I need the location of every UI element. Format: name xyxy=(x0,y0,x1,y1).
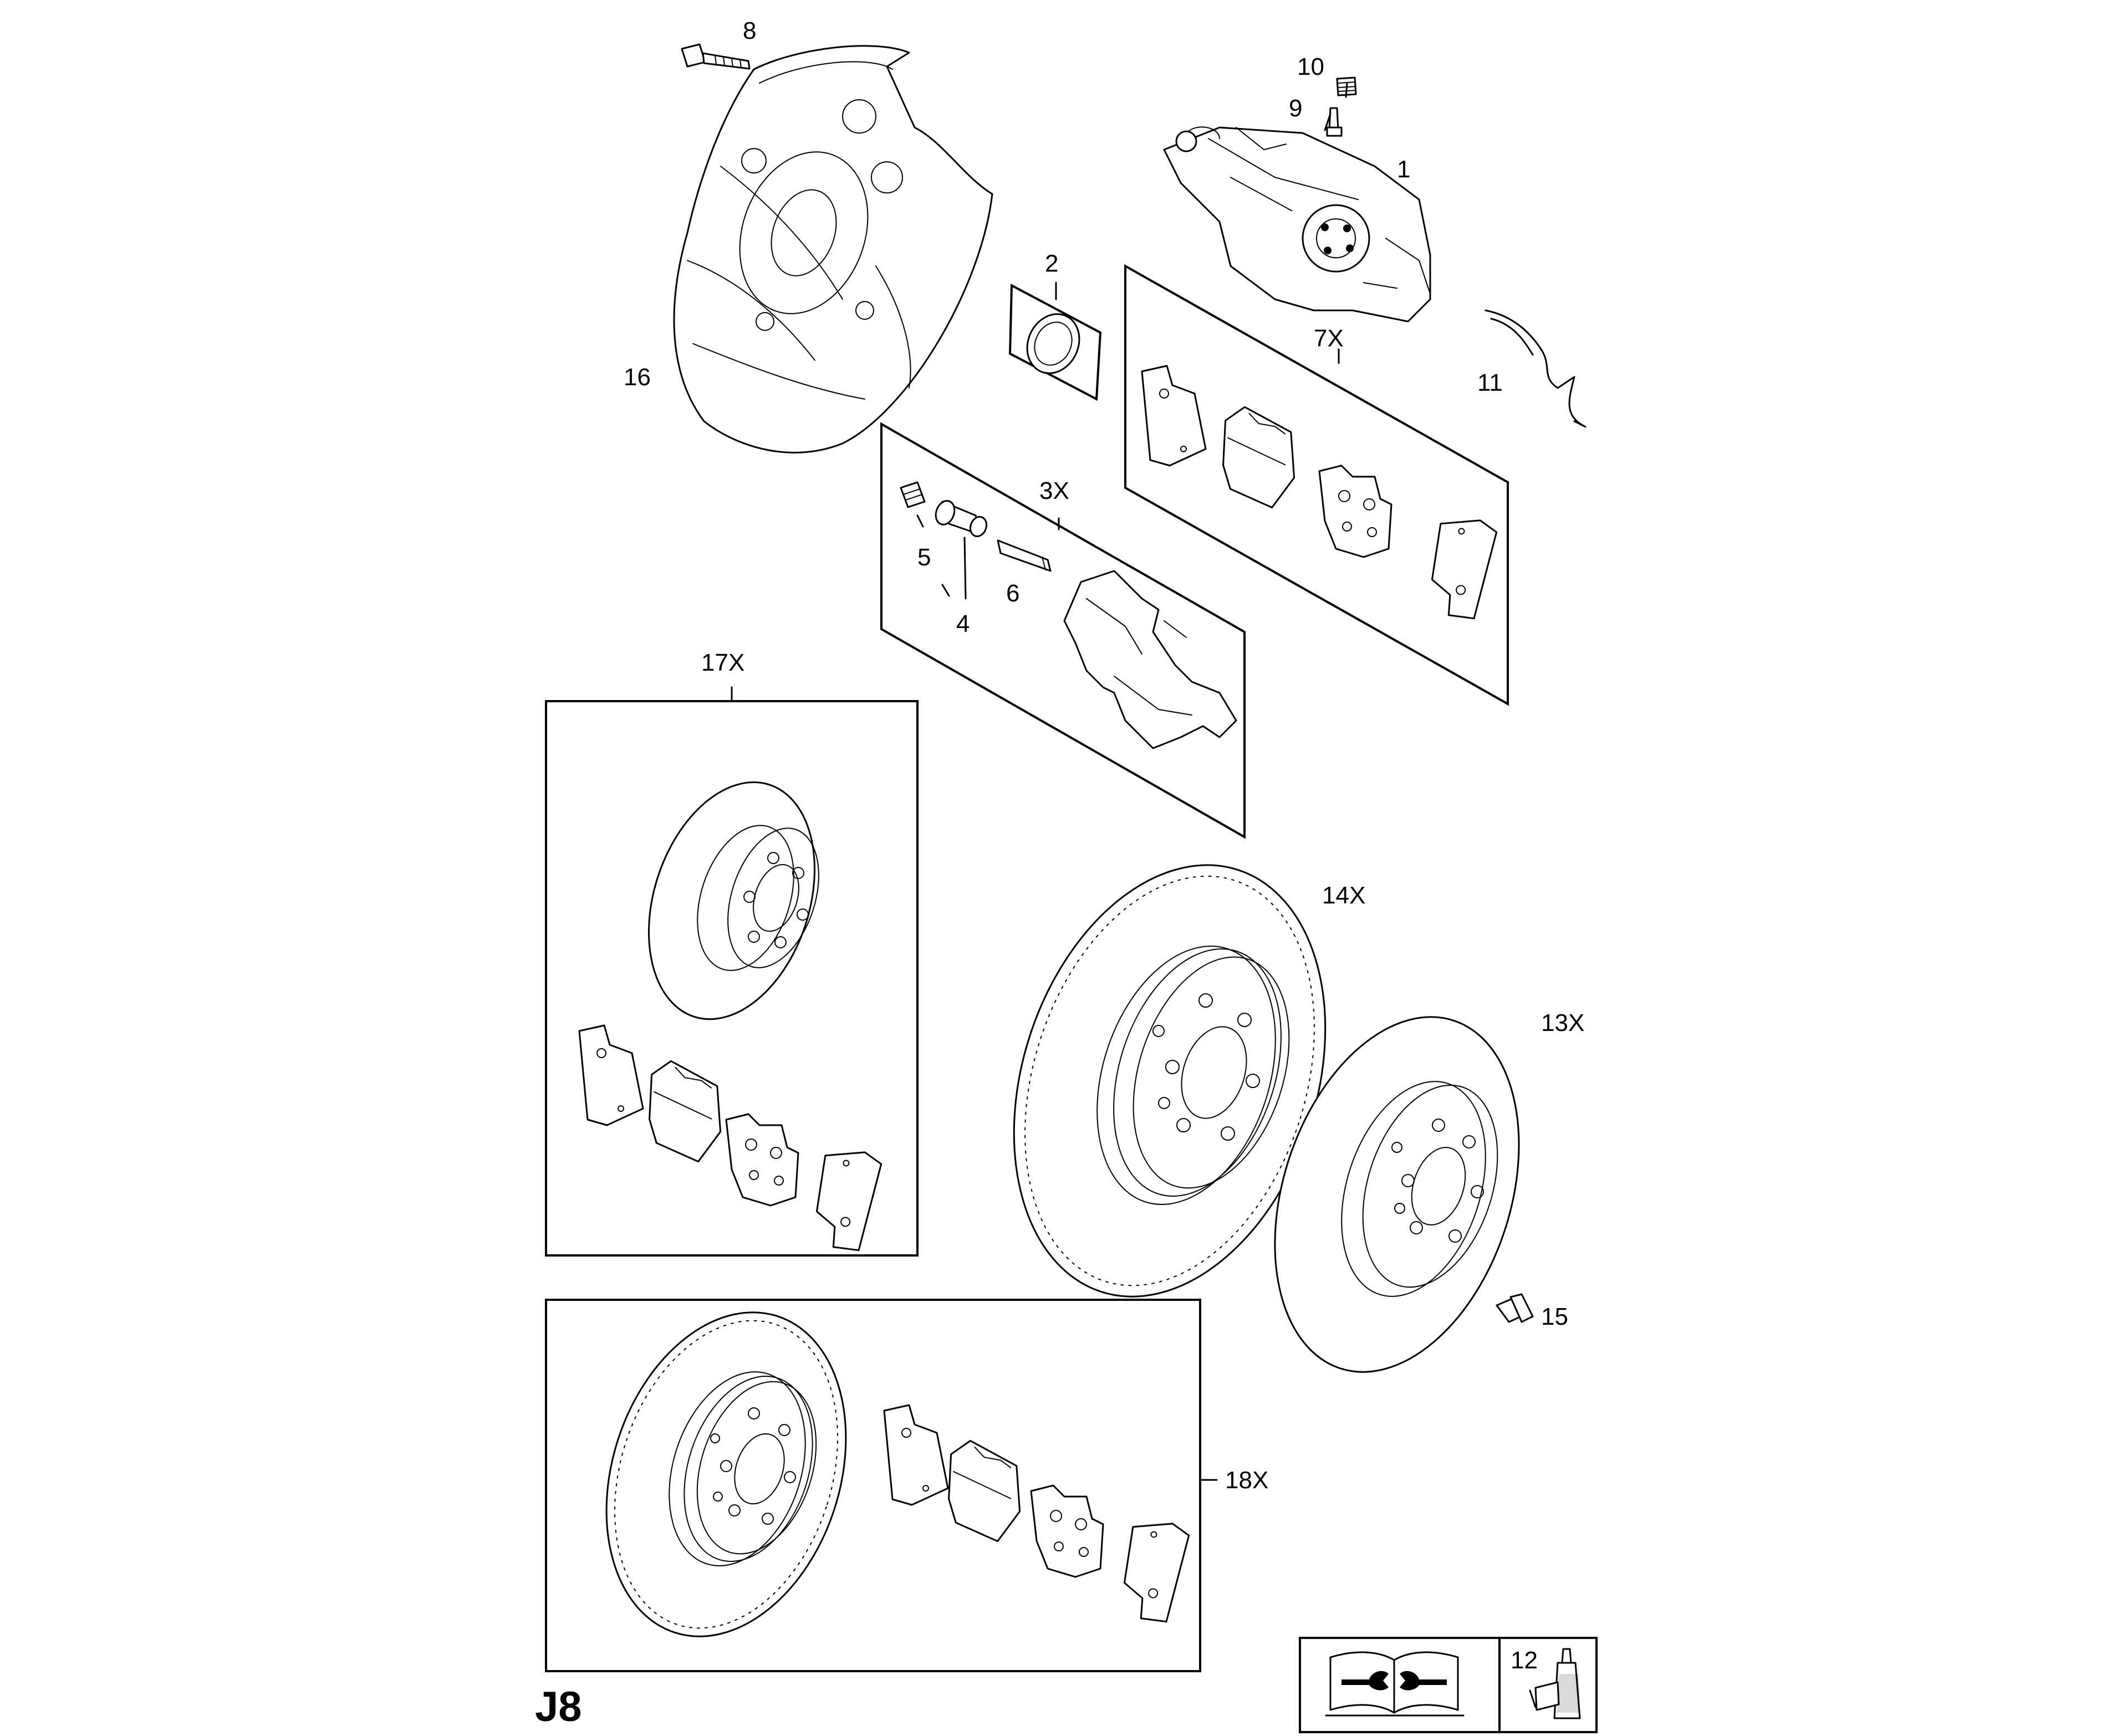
callout-2: 2 xyxy=(1045,250,1058,277)
splash-shield xyxy=(673,45,993,454)
callout-10: 10 xyxy=(1297,53,1324,80)
callout-17x: 17X xyxy=(701,649,744,676)
guide-pin-kit-3x xyxy=(880,422,1246,839)
callout-12: 12 xyxy=(1511,1647,1538,1674)
brake-caliper xyxy=(1163,126,1431,323)
bleeder-screw xyxy=(1326,107,1343,137)
callout-8: 8 xyxy=(743,17,756,44)
callout-7x: 7X xyxy=(1314,325,1344,352)
callout-4: 4 xyxy=(956,610,970,637)
solid-disc-13x xyxy=(1274,1016,1520,1373)
thread-locker-icon xyxy=(1529,1648,1581,1719)
callout-16: 16 xyxy=(624,364,651,391)
callout-14x: 14X xyxy=(1322,882,1365,909)
shield-bolt xyxy=(681,43,751,70)
page-code: J8 xyxy=(535,1683,582,1730)
vented-disc-14x xyxy=(1013,864,1327,1298)
legend-box: 12 xyxy=(1299,1637,1598,1733)
disc-kit-17x xyxy=(545,700,919,1257)
callout-15: 15 xyxy=(1541,1303,1568,1330)
service-manual-icon xyxy=(1325,1651,1465,1717)
callout-6: 6 xyxy=(1006,580,1019,607)
anti-rattle-spring xyxy=(1485,309,1587,428)
callout-5: 5 xyxy=(917,544,931,571)
callout-18x: 18X xyxy=(1225,1467,1268,1494)
callout-1: 1 xyxy=(1397,156,1410,183)
pad-kit-7x xyxy=(1124,264,1509,706)
seal-kit xyxy=(1008,283,1102,401)
callout-3x: 3X xyxy=(1039,477,1069,504)
callout-13x: 13X xyxy=(1541,1009,1584,1037)
callout-9: 9 xyxy=(1289,95,1302,122)
leader-lines xyxy=(731,82,1348,1481)
callout-11: 11 xyxy=(1477,369,1503,396)
disc-kit-18x xyxy=(545,1299,1201,1672)
disc-retaining-screw xyxy=(1496,1293,1534,1323)
